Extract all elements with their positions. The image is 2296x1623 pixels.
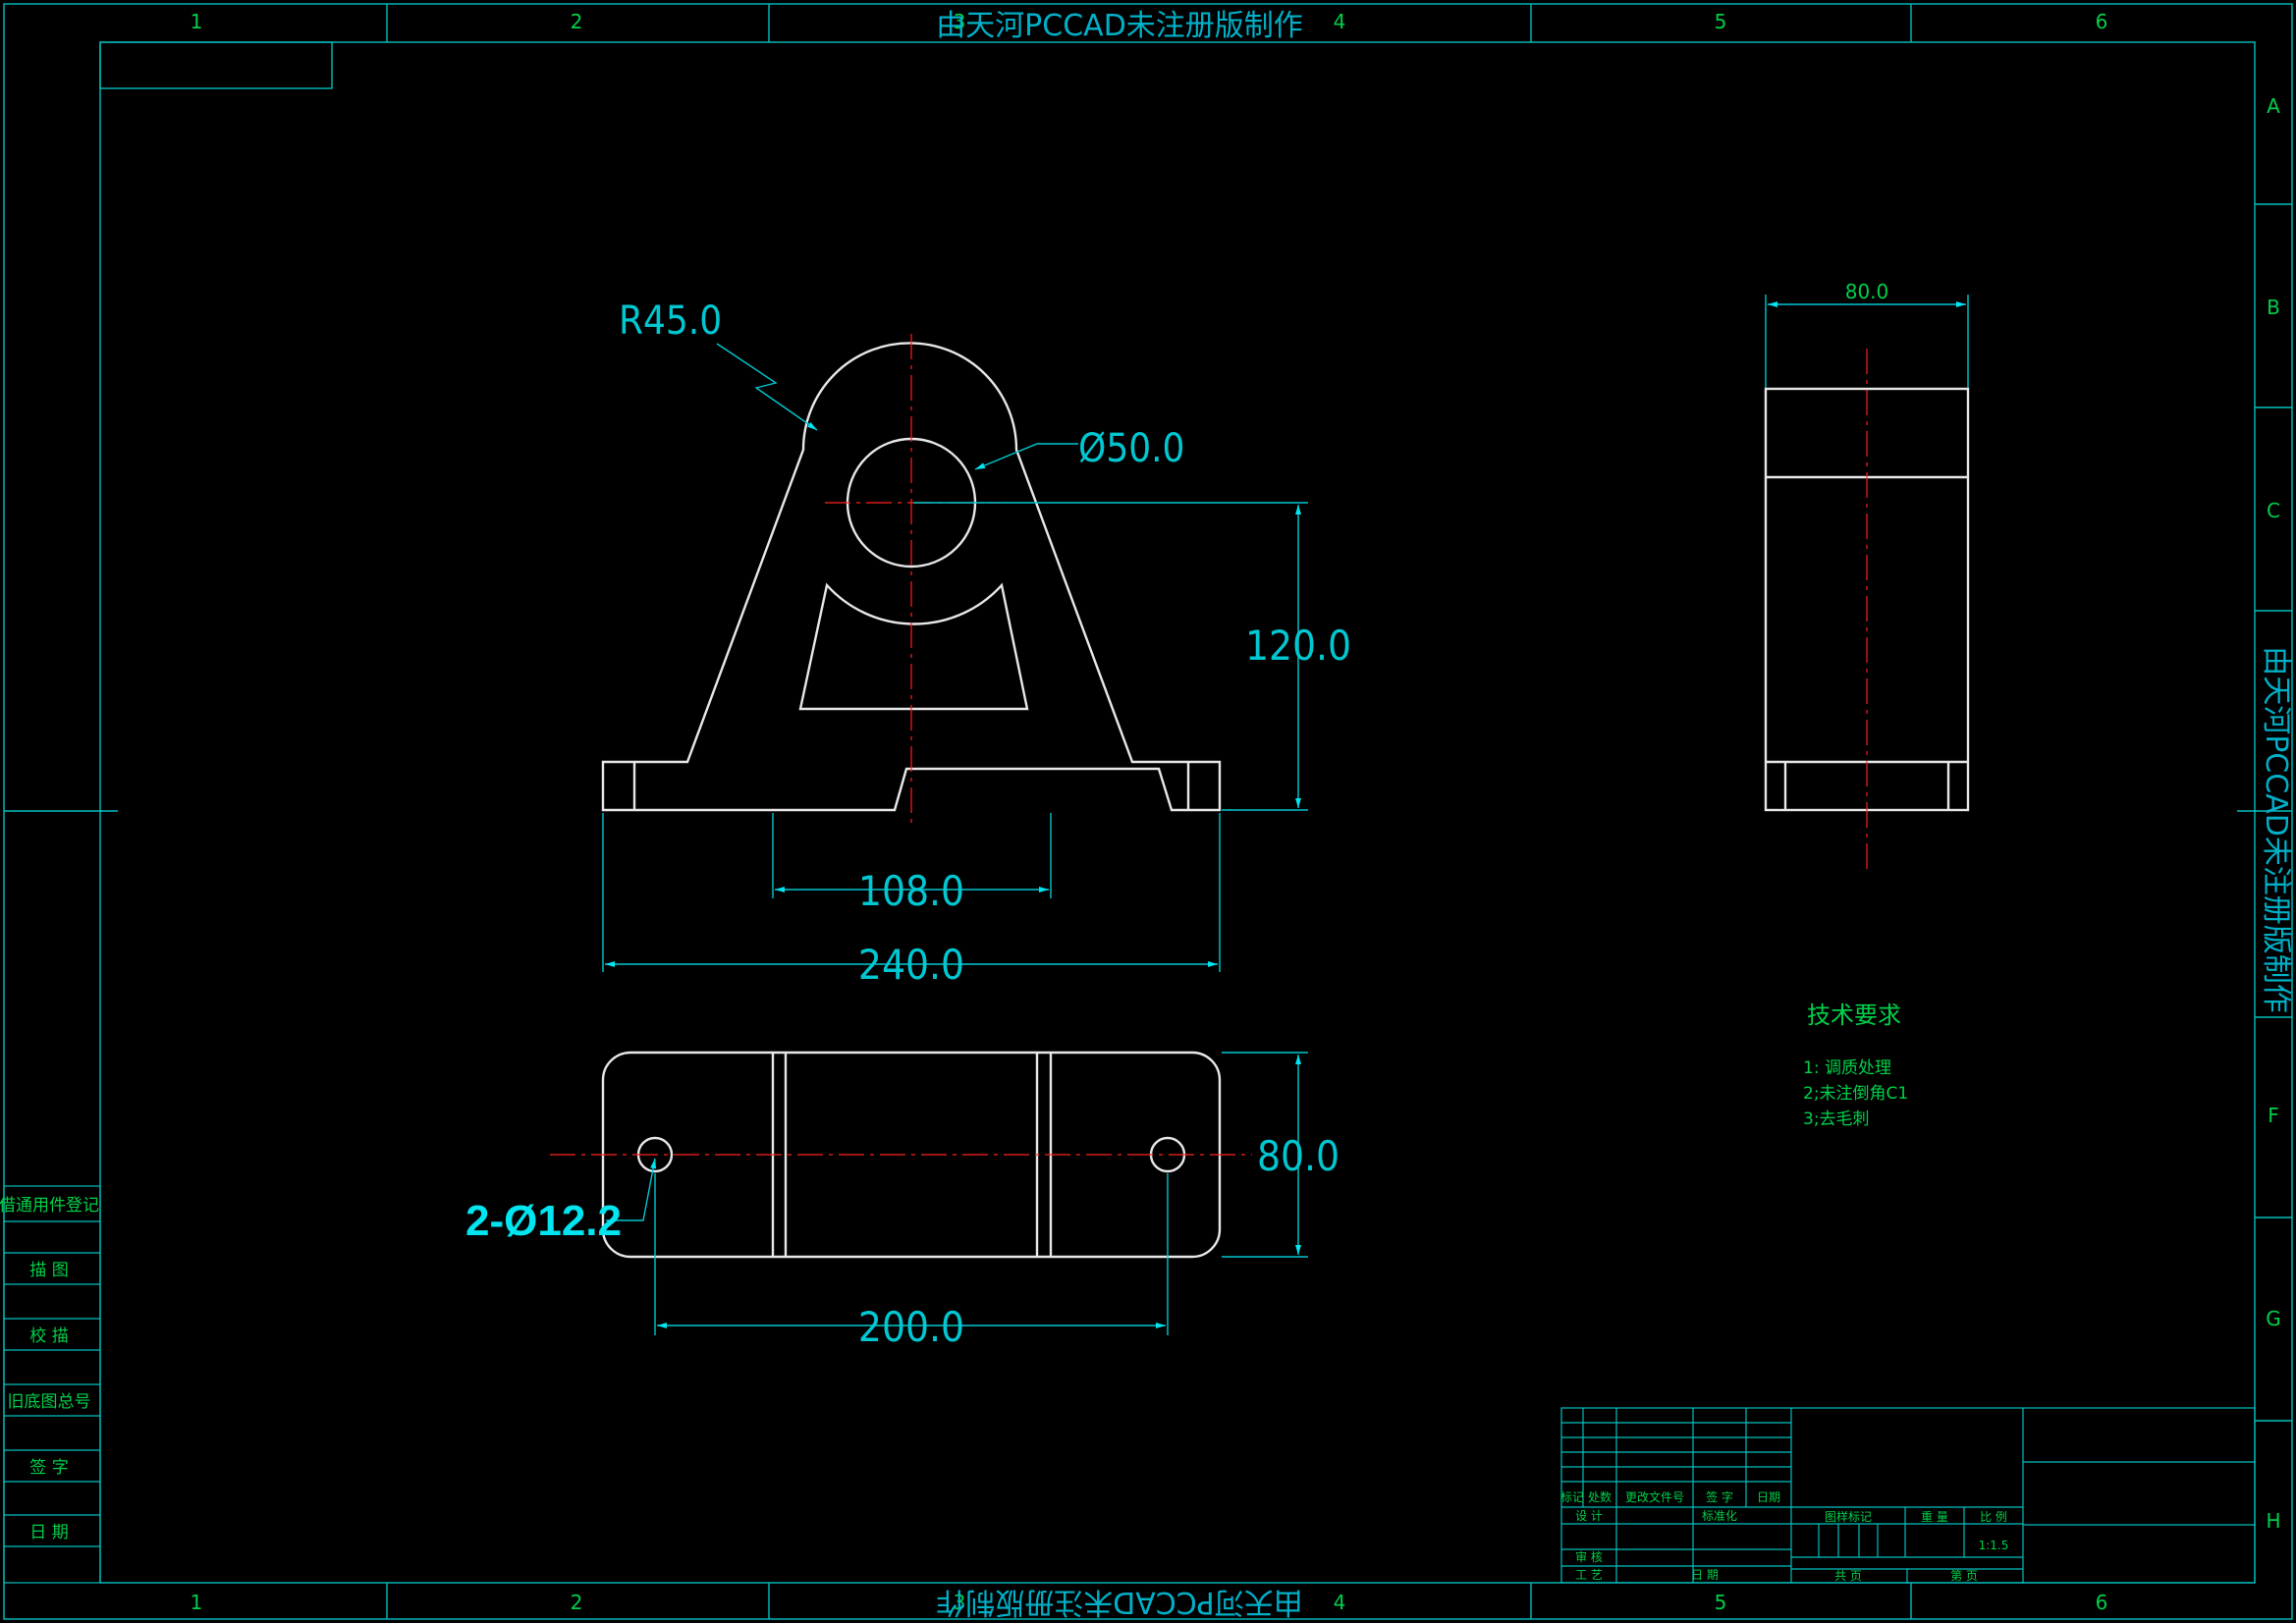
zone-row-a: A bbox=[2267, 94, 2280, 118]
zone-col-1: 1 bbox=[191, 10, 203, 33]
strip-date: 日 期 bbox=[29, 1523, 68, 1542]
dim-base-length: 240.0 bbox=[858, 941, 964, 989]
zone-col-2-bottom: 2 bbox=[571, 1591, 583, 1614]
tb-stage-mark: 图样标记 bbox=[1825, 1509, 1872, 1524]
zone-col-4-bottom: 4 bbox=[1334, 1591, 1346, 1614]
front-dimensions: R45.0 Ø50.0 120.0 108.0 240.0 bbox=[602, 298, 1351, 989]
tb-process: 工 艺 bbox=[1575, 1568, 1603, 1582]
zone-col-4: 4 bbox=[1334, 10, 1346, 33]
tb-scale-label: 比 例 bbox=[1980, 1510, 2007, 1524]
zone-labels: 1 2 3 4 5 6 1 2 3 4 5 6 A B C F G H bbox=[191, 10, 2281, 1614]
left-strip: 借通用件登记 描 图 校 描 旧底图总号 签 字 日 期 bbox=[0, 1185, 101, 1584]
top-dimensions: 80.0 2-Ø12.2 200.0 bbox=[465, 1052, 1339, 1351]
strip-signature: 签 字 bbox=[29, 1458, 68, 1478]
dim-radius: R45.0 bbox=[619, 298, 722, 344]
side-dimensions: 80.0 bbox=[1765, 280, 1969, 388]
sheet-border bbox=[3, 3, 2293, 1620]
tb-sheet-no: 第 页 bbox=[1950, 1569, 1978, 1583]
zone-row-f: F bbox=[2268, 1104, 2279, 1127]
zone-col-3-bottom: 3 bbox=[954, 1591, 966, 1614]
tb-design: 设 计 bbox=[1575, 1509, 1603, 1523]
dim-bore: Ø50.0 bbox=[1078, 426, 1184, 471]
tech-req-item-3: 3;去毛刺 bbox=[1803, 1109, 1870, 1129]
tb-rev-sign: 签 字 bbox=[1706, 1489, 1733, 1504]
tb-weight: 重 量 bbox=[1921, 1510, 1948, 1524]
top-view bbox=[550, 1051, 1252, 1259]
strip-old-drawing-no: 旧底图总号 bbox=[8, 1392, 91, 1412]
tb-standardization: 标准化 bbox=[1702, 1509, 1737, 1523]
technical-requirements: 技术要求 1: 调质处理 2;未注倒角C1 3;去毛刺 bbox=[1803, 1001, 1908, 1129]
zone-col-1-bottom: 1 bbox=[191, 1591, 203, 1614]
tb-rev-doc: 更改文件号 bbox=[1625, 1489, 1684, 1504]
tb-date: 日 期 bbox=[1691, 1568, 1719, 1582]
zone-col-3: 3 bbox=[954, 10, 966, 33]
zone-col-2: 2 bbox=[571, 10, 583, 33]
dim-side-width: 80.0 bbox=[1845, 280, 1889, 303]
tb-review: 审 核 bbox=[1575, 1549, 1603, 1564]
zone-row-g: G bbox=[2266, 1307, 2281, 1330]
dim-hole-spacing: 200.0 bbox=[858, 1303, 964, 1351]
zone-col-5-bottom: 5 bbox=[1715, 1591, 1727, 1614]
dim-height: 120.0 bbox=[1245, 622, 1351, 670]
strip-borrow-register: 借通用件登记 bbox=[0, 1196, 99, 1216]
zone-col-6-bottom: 6 bbox=[2096, 1591, 2108, 1614]
strip-check-trace: 校 描 bbox=[29, 1326, 68, 1346]
watermark-right: 由天河PCCAD未注册版制作 bbox=[2259, 646, 2293, 1013]
zone-row-c: C bbox=[2267, 499, 2280, 522]
zone-col-6: 6 bbox=[2096, 10, 2108, 33]
dim-plan-width: 80.0 bbox=[1257, 1132, 1339, 1180]
tb-rev-mark: 标记 bbox=[1560, 1490, 1584, 1504]
watermark-bottom: 由天河PCCAD未注册版制作 bbox=[936, 1585, 1303, 1619]
tb-rev-date: 日期 bbox=[1757, 1490, 1780, 1504]
front-view bbox=[601, 334, 1222, 825]
dim-holes: 2-Ø12.2 bbox=[465, 1197, 622, 1245]
side-view bbox=[1764, 349, 1970, 874]
zone-row-h: H bbox=[2266, 1509, 2280, 1533]
watermark-top: 由天河PCCAD未注册版制作 bbox=[936, 9, 1303, 43]
zone-row-b: B bbox=[2267, 296, 2280, 319]
zone-col-5: 5 bbox=[1715, 10, 1727, 33]
tb-rev-count: 处数 bbox=[1588, 1489, 1612, 1504]
tb-total-sheets: 共 页 bbox=[1834, 1569, 1862, 1583]
tech-req-title: 技术要求 bbox=[1807, 1001, 1901, 1029]
strip-trace: 描 图 bbox=[29, 1261, 68, 1280]
dim-slot-width: 108.0 bbox=[858, 867, 964, 915]
tb-scale-value: 1:1.5 bbox=[1979, 1539, 2009, 1552]
tech-req-item-2: 2;未注倒角C1 bbox=[1803, 1084, 1908, 1104]
tech-req-item-1: 1: 调质处理 bbox=[1803, 1058, 1891, 1078]
title-block: 标记 处数 更改文件号 签 字 日期 设 计 标准化 审 核 工 艺 日 期 图… bbox=[1560, 1407, 2256, 1584]
